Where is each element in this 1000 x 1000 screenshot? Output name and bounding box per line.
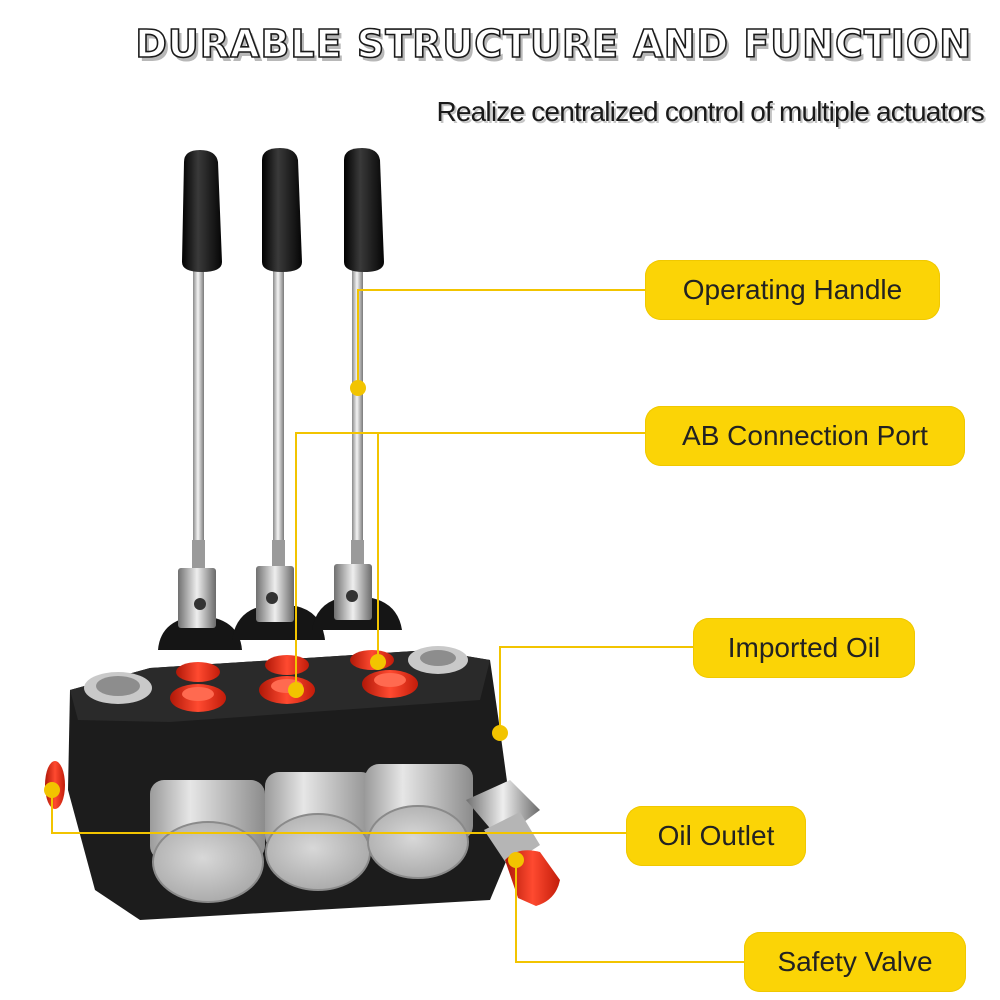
leader-operating-handle: [357, 289, 648, 388]
callout-ab-connection-port: AB Connection Port: [645, 406, 965, 466]
operating-handles: [178, 148, 384, 628]
leader-safety-valve: [515, 860, 748, 963]
leader-dot-icon: [350, 380, 366, 396]
leader-dot-icon: [492, 725, 508, 741]
handle-grip: [262, 148, 302, 272]
leader-dot-icon: [288, 682, 304, 698]
subheadline: Realize centralized control of multiple …: [436, 96, 984, 127]
leader-ab-port-1: [295, 432, 648, 690]
handle-grip: [344, 148, 384, 272]
callout-operating-handle: Operating Handle: [645, 260, 940, 320]
callout-oil-outlet: Oil Outlet: [626, 806, 806, 866]
callout-imported-oil: Imported Oil: [693, 618, 915, 678]
leader-dot-icon: [44, 782, 60, 798]
handle-rod: [352, 268, 363, 568]
spool-caps: [150, 764, 473, 903]
leader-dots: [44, 380, 524, 868]
leader-dot-icon: [508, 852, 524, 868]
callout-safety-valve: Safety Valve: [744, 932, 966, 992]
headline: DURABLE STRUCTURE AND FUNCTION: [135, 21, 972, 67]
leader-dot-icon: [370, 654, 386, 670]
leader-imported-oil: [499, 646, 695, 733]
leader-oil-outlet: [51, 790, 628, 834]
handle-grip: [182, 150, 222, 272]
leader-lines: [51, 289, 748, 963]
handle-rod: [193, 268, 204, 568]
handle-rod: [273, 268, 284, 568]
